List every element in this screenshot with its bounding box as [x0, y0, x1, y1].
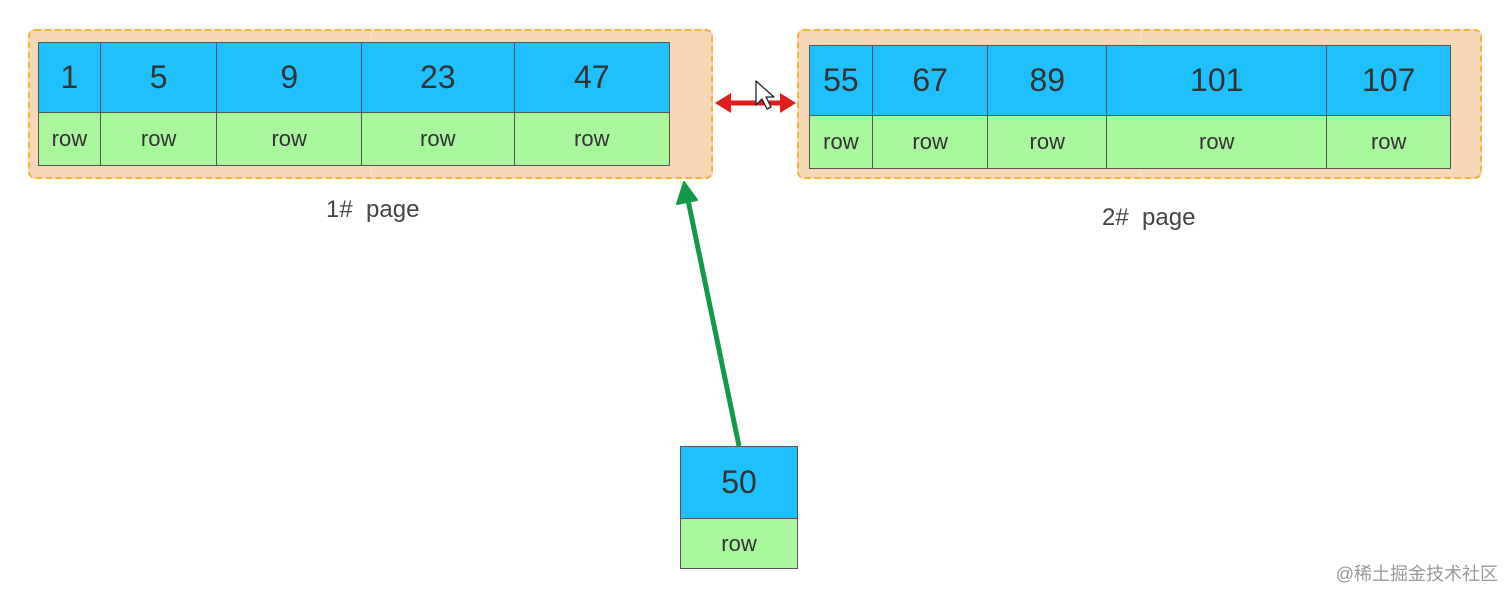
watermark: @稀土掘金技术社区 — [1335, 564, 1498, 584]
record-key: 67 — [872, 46, 988, 116]
record-row: row — [988, 116, 1107, 168]
record-key: 5 — [100, 43, 217, 113]
record-key: 47 — [514, 43, 669, 113]
record-column: 23 row — [361, 43, 515, 165]
record-column: 1 row — [39, 43, 101, 165]
record-column: 89 row — [988, 46, 1108, 168]
cursor-icon — [755, 80, 775, 110]
record-key: 23 — [361, 43, 514, 113]
new-record-key: 50 — [681, 447, 797, 519]
record-key: 89 — [988, 46, 1107, 116]
record-row: row — [100, 113, 217, 165]
record-column: 47 row — [514, 43, 669, 165]
record-key: 101 — [1107, 46, 1327, 116]
record-row: row — [810, 116, 872, 168]
record-row: row — [39, 113, 100, 165]
page-1-label: 1# page — [326, 196, 420, 223]
record-key: 55 — [810, 46, 872, 116]
page-2-label: 2# page — [1102, 204, 1196, 231]
record-row: row — [514, 113, 669, 165]
page-link-arrow — [715, 93, 796, 113]
record-key: 9 — [217, 43, 361, 113]
record-column: 67 row — [872, 46, 989, 168]
record-column: 9 row — [217, 43, 362, 165]
record-row: row — [1327, 116, 1450, 168]
record-column: 55 row — [810, 46, 873, 168]
page-2-records: 55 row 67 row 89 row 101 row 107 row — [809, 45, 1451, 169]
record-row: row — [1107, 116, 1327, 168]
record-row: row — [217, 113, 361, 165]
new-record-row: row — [681, 519, 797, 568]
record-key: 1 — [39, 43, 100, 113]
record-column: 101 row — [1107, 46, 1328, 168]
record-row: row — [361, 113, 514, 165]
page-1-records: 1 row 5 row 9 row 23 row 47 row — [38, 42, 670, 166]
record-column: 5 row — [100, 43, 218, 165]
record-row: row — [872, 116, 988, 168]
insert-arrow — [676, 181, 742, 447]
new-record: 50 row — [680, 446, 798, 569]
record-column: 107 row — [1327, 46, 1450, 168]
record-key: 107 — [1327, 46, 1450, 116]
